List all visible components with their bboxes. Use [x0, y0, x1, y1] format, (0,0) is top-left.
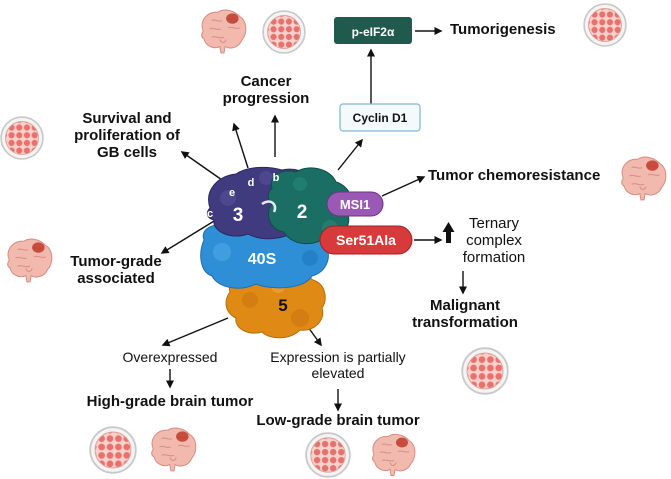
- subunit-5-label: 5: [278, 296, 287, 315]
- cell-dish-icon: [461, 347, 509, 395]
- arrow-overexpressed: [161, 317, 229, 347]
- up-arrow-icon: [442, 222, 455, 243]
- brain-icon: [621, 156, 667, 201]
- overexpressed-label: Overexpressed: [122, 349, 218, 365]
- cancer-progression-label: Cancer progression: [222, 73, 310, 107]
- cell-dish-icon: [0, 116, 44, 160]
- brain-icon: [151, 427, 197, 472]
- cyclin-label: Cyclin D1: [353, 111, 408, 125]
- subunit-2-label: 2: [297, 202, 308, 223]
- brain-icon: [372, 433, 416, 477]
- subunit-c-label: c: [207, 208, 213, 220]
- high-grade-label: High-grade brain tumor: [86, 393, 254, 410]
- subunit-e-label: e: [229, 187, 235, 199]
- arrow-cancer-progression-1: [232, 122, 249, 169]
- survival-label: Survival and proliferation of GB cells: [74, 110, 180, 161]
- brain-icon: [201, 9, 247, 54]
- expression-partial-label: Expression is partially elevated: [270, 349, 406, 381]
- arrow-survival: [180, 151, 223, 181]
- subunit-b-label: b: [273, 172, 280, 184]
- low-grade-label: Low-grade brain tumor: [256, 412, 420, 429]
- arrow-chemoresistance: [381, 176, 426, 197]
- subunit-40s-label: 40S: [248, 251, 277, 268]
- arrow-to-cyclin: [337, 138, 363, 171]
- cell-dish-icon: [305, 432, 351, 478]
- msi1-box: [326, 191, 384, 217]
- arrow-expression: [307, 326, 322, 347]
- tumorigenesis-label: Tumorigenesis: [450, 21, 556, 38]
- cell-dish-icon: [262, 10, 306, 54]
- ternary-label: Ternary complex formation: [462, 215, 526, 266]
- tumor-grade-label: Tumor-grade associated: [70, 253, 162, 287]
- subunit-d-label: d: [248, 177, 255, 189]
- chemoresistance-label: Tumor chemoresistance: [428, 167, 601, 184]
- ser51-label: Ser51Ala: [336, 232, 396, 248]
- peif2a-label: p-eIF2α: [352, 25, 395, 39]
- peif2a-box: [334, 17, 412, 44]
- arrow-tumor-grade: [160, 217, 220, 254]
- eif3-complex: [200, 166, 352, 339]
- ser51-box: [319, 225, 413, 255]
- cyclin-box: [339, 103, 421, 132]
- msi1-label: MSI1: [340, 197, 370, 212]
- brain-icon: [7, 238, 53, 283]
- malignant-label: Malignant transformation: [412, 297, 518, 331]
- cell-dish-icon: [89, 426, 137, 474]
- subunit-3-label: 3: [233, 205, 244, 226]
